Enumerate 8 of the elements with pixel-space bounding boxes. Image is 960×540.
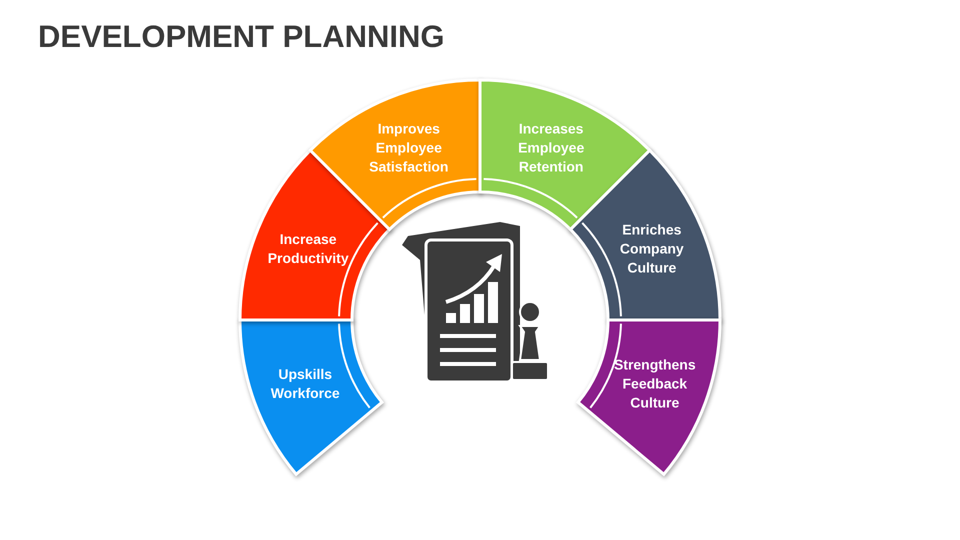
segment-text: Improves Employee Satisfaction — [368, 120, 450, 177]
title: DEVELOPMENT PLANNING — [38, 18, 444, 56]
segment-text: Increase Productivity — [266, 230, 350, 268]
segment-text: Upskills Workforce — [270, 364, 341, 403]
segment-text: Enriches Company Culture — [618, 220, 685, 278]
segment-text: Increases Employee Retention — [517, 120, 586, 177]
arc-segment — [308, 78, 482, 231]
segment-text: Strengthens Feedback Culture — [612, 355, 697, 412]
